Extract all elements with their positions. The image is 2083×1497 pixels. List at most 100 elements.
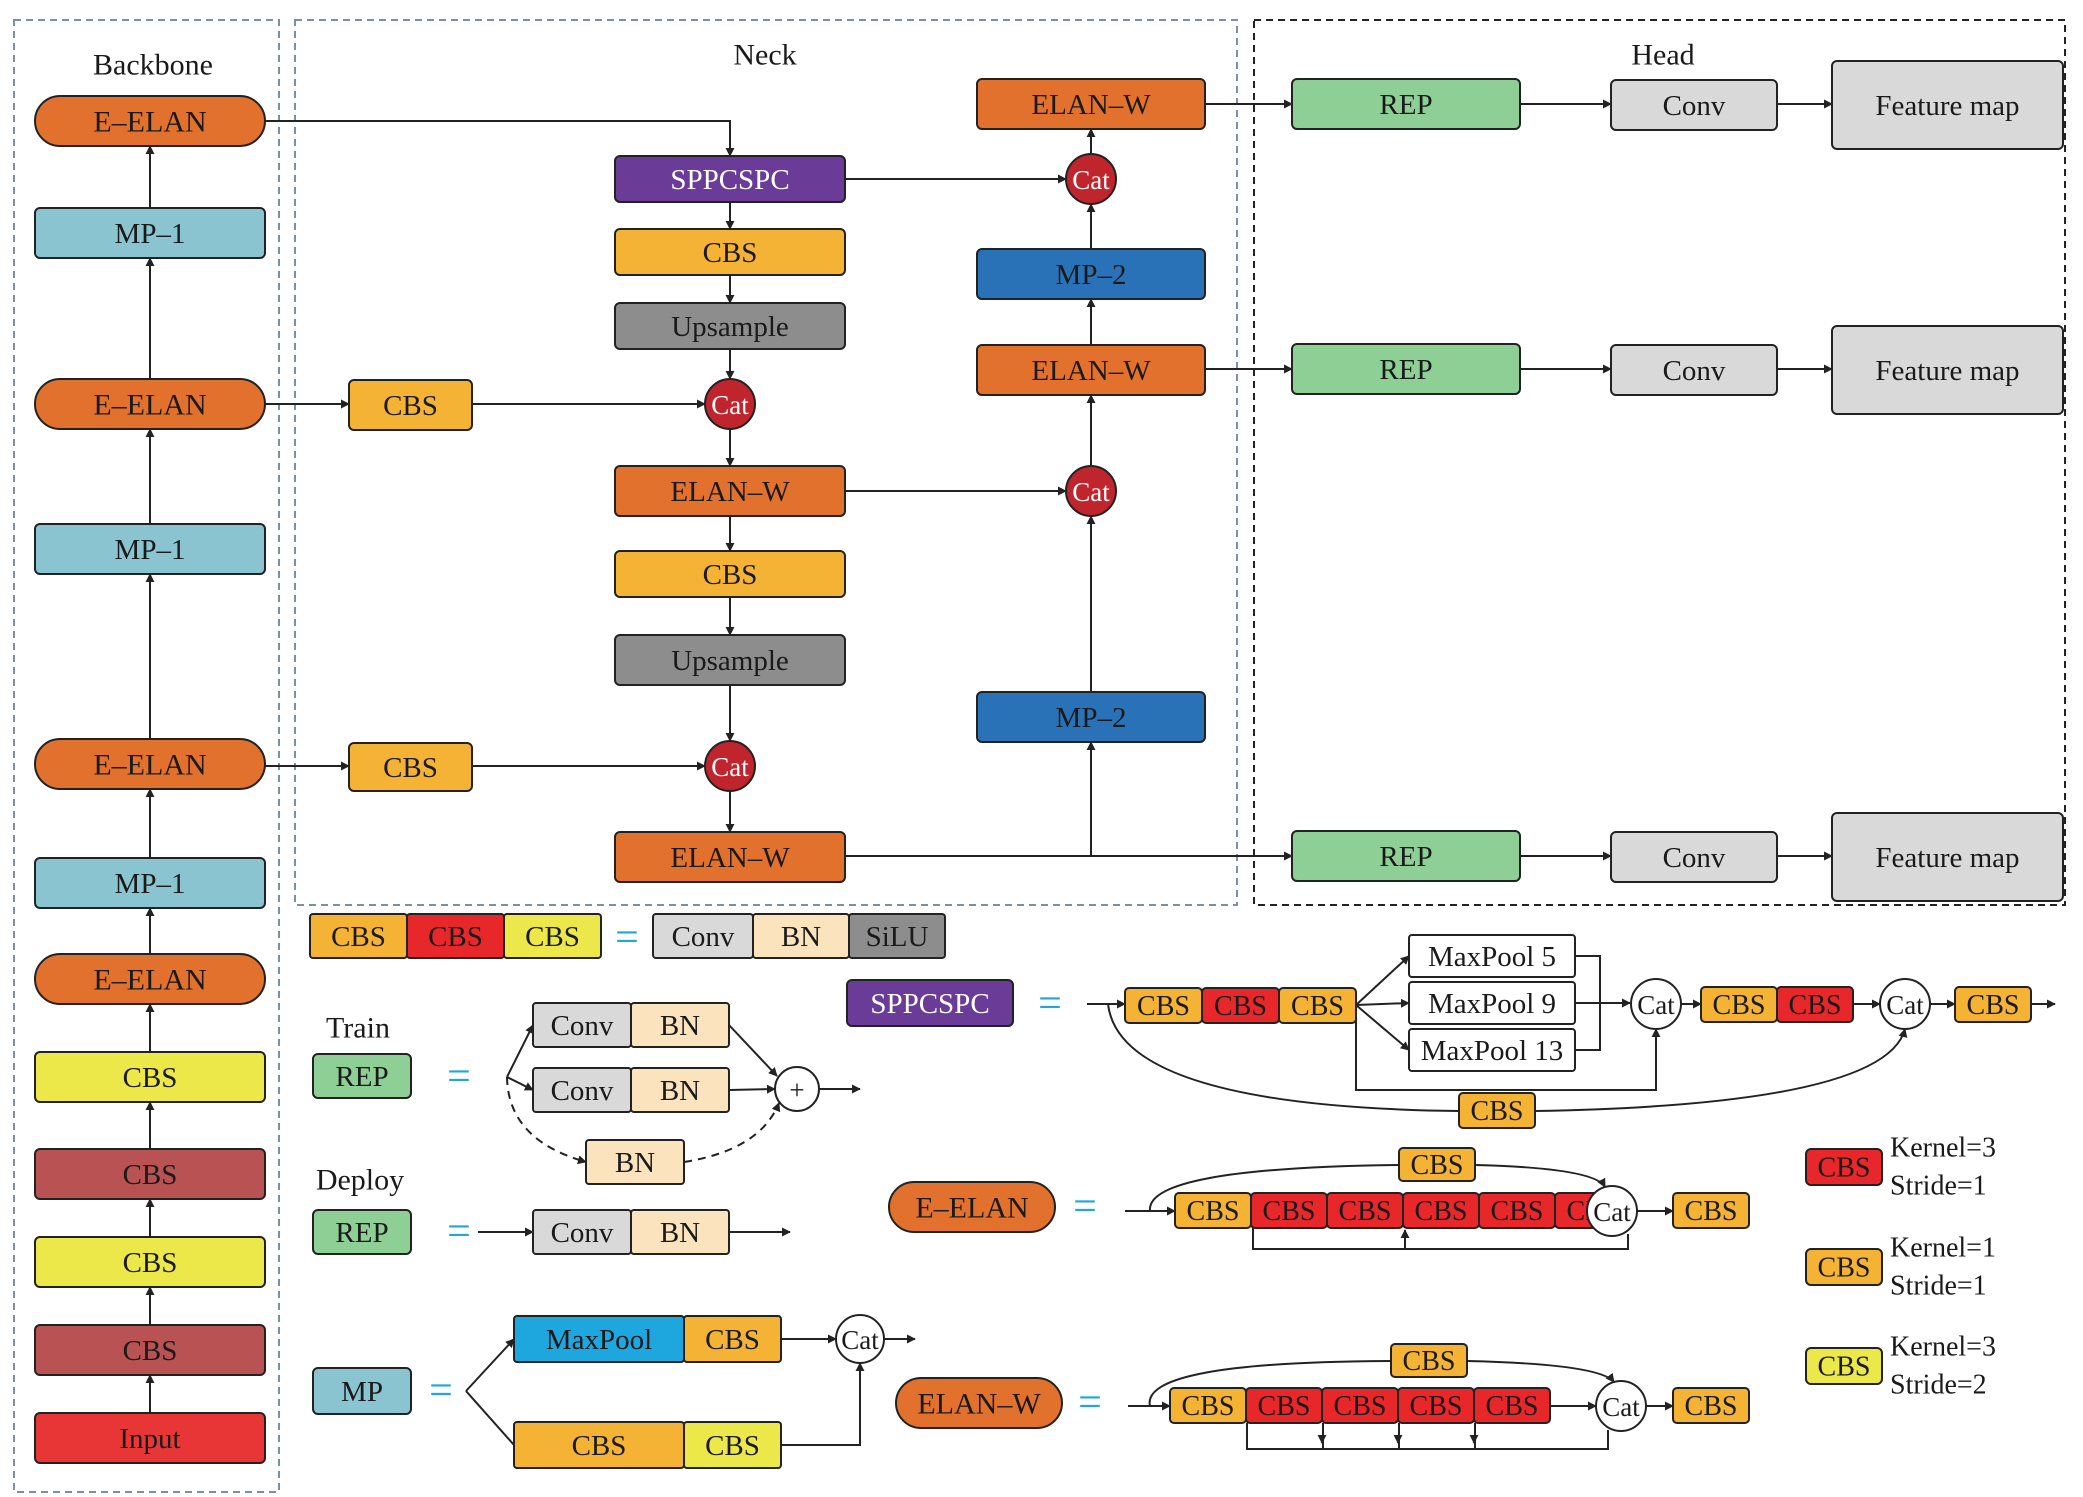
legend-cbs-label-3: CBS [1818,1352,1871,1383]
neck-lateral-cbs-2-label: CBS [383,752,438,784]
rep-train-box: REP [312,1053,412,1099]
backbone-title: Backbone [93,49,213,82]
head-feature-map-1-label: Feature map [1875,90,2019,122]
spp-cbs-6: CBS [1954,986,2032,1023]
rep-train-bn-3: BN [585,1139,685,1185]
neck-cbs-2-label: CBS [703,559,758,591]
sppcspc-def-box: SPPCSPC [846,979,1014,1027]
elan-w-def-box-label: ELAN–W [917,1388,1041,1421]
e-elan-out-cbs-label: CBS [1685,1196,1738,1227]
legend-stride-3: Stride=2 [1890,1370,1987,1401]
spp-cbs-2-label: CBS [1214,991,1267,1022]
rep-train-bn-1: BN [630,1002,730,1048]
rep-train-plus: + [774,1066,820,1112]
neck-elan-w-1: ELAN–W [614,465,846,517]
legend-cbs-label-2: CBS [1818,1253,1871,1284]
arrow-rep-split-1 [506,1024,534,1078]
rep-deploy-label: Deploy [316,1164,404,1197]
legend-stride-1: Stride=1 [1890,1171,1987,1202]
spp-maxpool-13: MaxPool 13 [1408,1028,1576,1072]
elan-w-cbs-2: CBS [1245,1387,1323,1424]
backbone-e-elan-1-label: E–ELAN [93,964,206,997]
elan-w-top-left [1148,1360,1392,1407]
e-elan-cbs-5: CBS [1478,1192,1556,1229]
backbone-e-elan-2: E–ELAN [34,738,266,790]
rep-train-conv-1-label: Conv [551,1010,614,1042]
mp-def-cbs-1-label: CBS [705,1324,760,1356]
backbone-cbs-4: CBS [34,1051,266,1103]
rep-train-bn-2: BN [630,1067,730,1113]
head-rep-3: REP [1291,830,1521,882]
rep-deploy-box-label: REP [335,1217,388,1249]
head-rep-1: REP [1291,78,1521,130]
backbone-cbs-2-label: CBS [123,1247,178,1279]
elan-w-cbs-5: CBS [1473,1387,1551,1424]
spp-maxpool-5-label: MaxPool 5 [1428,941,1556,973]
arrow-spp-mp5 [1355,955,1410,1006]
def-cbs-orange-label: CBS [331,921,386,953]
elan-w-cat: Cat [1595,1380,1647,1432]
def-bn-label: BN [781,921,821,953]
e-elan-top-cbs-label: CBS [1411,1150,1464,1181]
mp-def-maxpool: MaxPool [513,1315,685,1363]
rep-train-conv-1: Conv [532,1002,632,1048]
elan-w-def-box: ELAN–W [895,1377,1063,1429]
spp-maxpool-9-label: MaxPool 9 [1428,988,1556,1020]
legend-kernel-1: Kernel=3 [1890,1133,1996,1164]
mp-def-cbs-3: CBS [683,1421,782,1469]
neck-cat-3-label: Cat [1072,477,1110,507]
head-title: Head [1631,39,1694,72]
elan-w-cbs-4: CBS [1397,1387,1475,1424]
sppcspc-def-box-label: SPPCSPC [870,988,989,1020]
elan-w-cbs-1-label: CBS [1182,1391,1235,1422]
e-elan-cbs-2-label: CBS [1263,1196,1316,1227]
arrow-rep-split-3 [506,1076,587,1165]
neck-lateral-cbs-1-label: CBS [383,390,438,422]
spp-cat-2: Cat [1879,978,1931,1030]
elan-w-bottom-bus [1246,1430,1609,1450]
head-rep-3-label: REP [1379,841,1432,873]
head-rep-2: REP [1291,343,1521,395]
neck-elan-w-4: ELAN–W [976,78,1206,130]
neck-cat-4: Cat [1065,153,1117,205]
spp-cat-2-label: Cat [1886,990,1924,1020]
neck-cat-1: Cat [704,378,756,430]
mp-def-maxpool-label: MaxPool [546,1324,652,1356]
arrow-mp-bottom-cat [781,1362,865,1446]
spp-cbs-4: CBS [1700,986,1778,1023]
mp-def-cbs-1: CBS [683,1315,782,1363]
mp-def-equals: = [429,1368,453,1414]
e-elan-cbs-3: CBS [1326,1192,1404,1229]
def-cbs-red-label: CBS [428,921,483,953]
head-conv-1: Conv [1610,79,1778,131]
neck-sppcspc: SPPCSPC [614,155,846,203]
arrow-rep-merge-3 [683,1102,781,1163]
arrow-backbone-to-sppcspc [265,120,735,157]
arrow-spp-mp13 [1355,1004,1410,1051]
arrow-rep-merge-2 [728,1084,776,1094]
spp-maxpool-9: MaxPool 9 [1408,981,1576,1025]
backbone-input-label: Input [119,1423,180,1455]
elan-w-cat-label: Cat [1602,1392,1640,1422]
head-feature-map-1: Feature map [1831,60,2064,150]
neck-mp2-2-label: MP–2 [1056,259,1127,291]
backbone-cbs-1: CBS [34,1324,266,1376]
def-cbs-orange: CBS [309,913,408,959]
legend-cbs-label-1: CBS [1818,1153,1871,1184]
spp-cbs-5: CBS [1776,986,1854,1023]
rep-deploy-conv: Conv [532,1209,632,1255]
def-conv: Conv [652,913,754,959]
backbone-cbs-4-label: CBS [123,1062,178,1094]
neck-cat-3: Cat [1065,465,1117,517]
elan-w-cbs-4-label: CBS [1410,1391,1463,1422]
mp-def-cat-label: Cat [841,1325,879,1355]
legend-kernel-3: Kernel=3 [1890,1332,1996,1363]
neck-cbs-1: CBS [614,228,846,276]
spp-cbs-1-label: CBS [1137,991,1190,1022]
elan-w-def-equals: = [1078,1380,1102,1426]
backbone-e-elan-3: E–ELAN [34,378,266,430]
e-elan-def-equals: = [1073,1184,1097,1230]
